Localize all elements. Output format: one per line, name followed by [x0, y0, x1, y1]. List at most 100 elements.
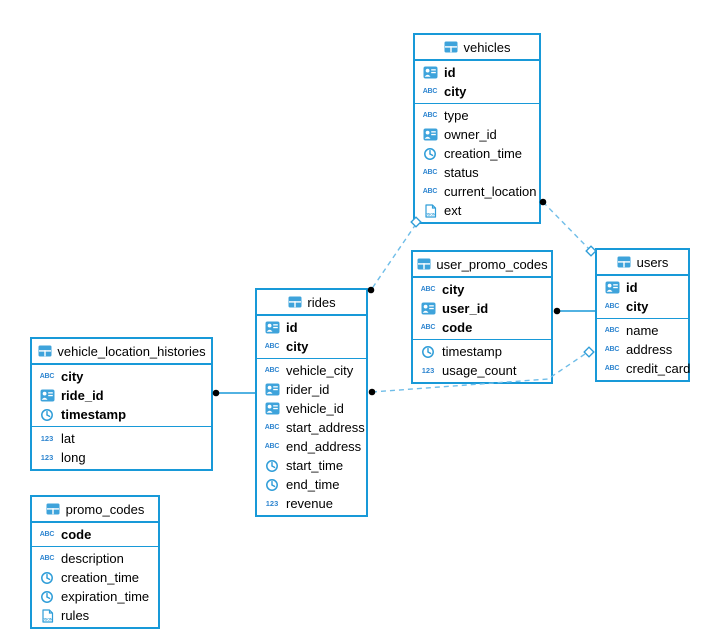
clock-timestamp-icon — [37, 571, 57, 585]
abc-text-type-icon: ABC — [422, 88, 438, 95]
table-header-promo_codes[interactable]: promo_codes — [32, 497, 158, 523]
clock-timestamp-icon — [420, 147, 440, 161]
relationship-line[interactable] — [370, 223, 417, 291]
field-row-vehicle_id[interactable]: vehicle_id — [257, 399, 366, 418]
field-row-city[interactable]: ABC city — [415, 82, 539, 101]
abc-text-type-icon: ABC — [420, 286, 436, 293]
abc-text-type-icon: ABC — [422, 188, 438, 195]
field-name: type — [444, 108, 469, 123]
field-row-id[interactable]: id — [257, 318, 366, 337]
primary-key-section: ABC code — [32, 523, 158, 546]
field-row-city[interactable]: ABC city — [413, 280, 551, 299]
field-name: vehicle_id — [286, 401, 344, 416]
field-row-creation_time[interactable]: creation_time — [415, 144, 539, 163]
field-row-revenue[interactable]: 123 revenue — [257, 494, 366, 513]
table-header-rides[interactable]: rides — [257, 290, 366, 316]
table-header-user_promo_codes[interactable]: user_promo_codes — [413, 252, 551, 278]
field-name: usage_count — [442, 363, 517, 378]
id-badge-icon — [420, 128, 440, 141]
table-header-vehicles[interactable]: vehicles — [415, 35, 539, 61]
field-name: description — [61, 551, 124, 566]
field-row-start_time[interactable]: start_time — [257, 456, 366, 475]
field-name: code — [442, 320, 473, 335]
table-header-vehicle_location_histories[interactable]: vehicle_location_histories — [32, 339, 211, 365]
field-row-id[interactable]: id — [415, 63, 539, 82]
field-name: ext — [444, 203, 462, 218]
table-icon — [444, 41, 459, 53]
field-name: address — [626, 342, 673, 357]
svg-text:JSON: JSON — [42, 617, 52, 621]
field-row-description[interactable]: ABC description — [32, 549, 158, 568]
field-name: id — [444, 65, 456, 80]
field-row-code[interactable]: ABC code — [32, 525, 158, 544]
field-name: name — [626, 323, 659, 338]
field-row-id[interactable]: id — [597, 278, 688, 297]
table-icon — [287, 296, 302, 308]
field-row-ride_id[interactable]: ride_id — [32, 386, 211, 405]
field-name: ride_id — [61, 388, 104, 403]
id-badge-icon — [418, 302, 438, 315]
id-badge-icon — [262, 321, 282, 334]
number-123-type-icon: 123 — [40, 453, 54, 462]
field-row-expiration_time[interactable]: expiration_time — [32, 587, 158, 606]
field-name: id — [286, 320, 298, 335]
relationship-dot-marker — [212, 389, 220, 397]
abc-text-type-icon: ABC — [264, 367, 280, 374]
field-row-owner_id[interactable]: owner_id — [415, 125, 539, 144]
relationship-user_promo_codes-users — [553, 307, 596, 315]
field-name: city — [442, 282, 465, 297]
field-name: revenue — [286, 496, 333, 511]
number-123-type-icon: 123 — [265, 499, 279, 508]
field-row-creation_time[interactable]: creation_time — [32, 568, 158, 587]
field-row-timestamp[interactable]: timestamp — [413, 342, 551, 361]
id-badge-icon — [420, 66, 440, 79]
abc-text-type-icon: ABC — [39, 373, 55, 380]
field-row-vehicle_city[interactable]: ABC vehicle_city — [257, 361, 366, 380]
field-name: credit_card — [626, 361, 691, 376]
field-name: vehicle_city — [286, 363, 354, 378]
field-name: creation_time — [444, 146, 523, 161]
field-name: end_address — [286, 439, 362, 454]
field-row-timestamp[interactable]: timestamp — [32, 405, 211, 424]
field-name: city — [444, 84, 467, 99]
table-header-users[interactable]: users — [597, 250, 688, 276]
field-row-end_time[interactable]: end_time — [257, 475, 366, 494]
field-name: expiration_time — [61, 589, 150, 604]
relationship-line[interactable] — [542, 201, 591, 251]
relationship-dot-marker — [368, 388, 376, 396]
field-row-user_id[interactable]: user_id — [413, 299, 551, 318]
table-title: user_promo_codes — [436, 256, 548, 272]
abc-text-type-icon: ABC — [39, 555, 55, 562]
field-row-rider_id[interactable]: rider_id — [257, 380, 366, 399]
abc-text-type-icon: ABC — [39, 531, 55, 538]
field-name: code — [61, 527, 92, 542]
field-name: timestamp — [61, 407, 127, 422]
